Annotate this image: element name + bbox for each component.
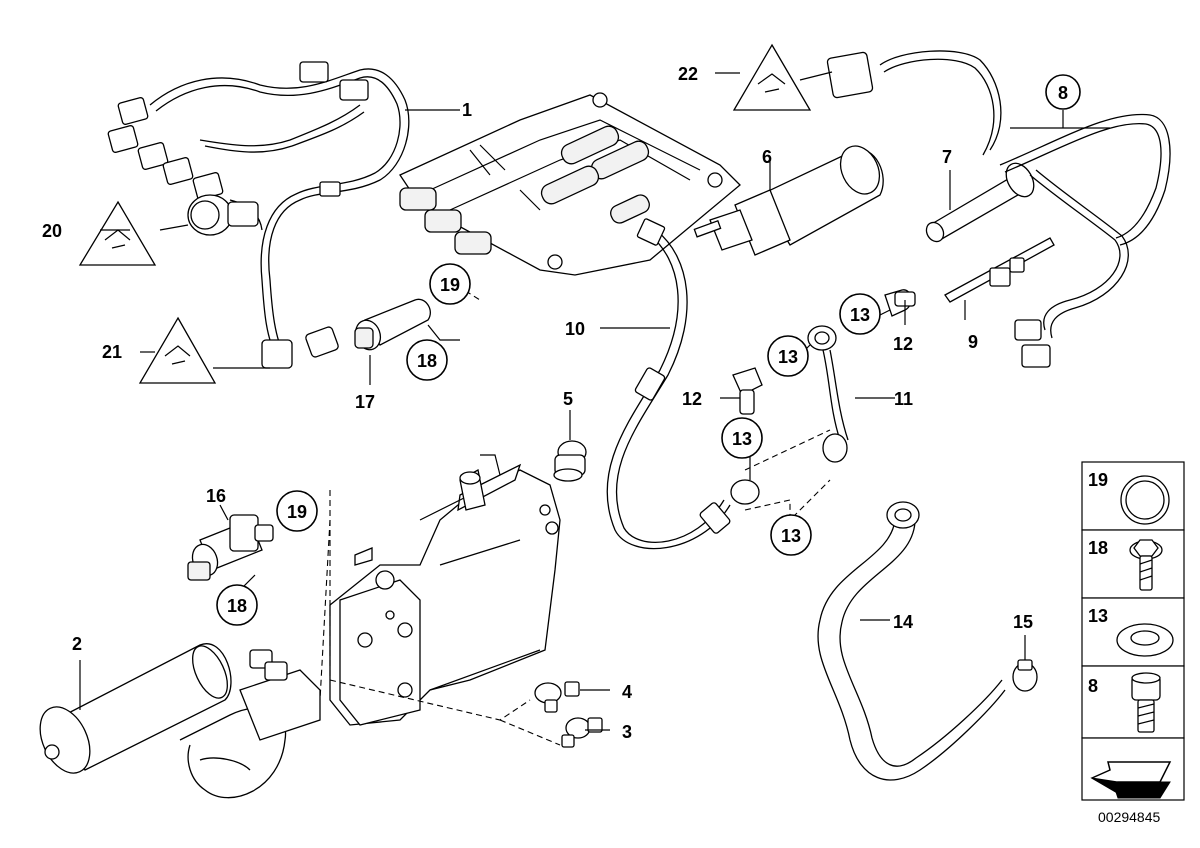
callout-21: 21 xyxy=(102,342,122,362)
callout-19a: 19 xyxy=(440,275,460,295)
callout-18b: 18 xyxy=(227,596,247,616)
callout-8-circle xyxy=(1045,74,1081,110)
callout-18a: 18 xyxy=(417,351,437,371)
callout-5: 5 xyxy=(563,389,573,409)
valve-body xyxy=(399,92,741,276)
hydraulic-tank xyxy=(39,643,232,774)
callout-13a: 13 xyxy=(850,305,870,325)
callout-7: 7 xyxy=(942,147,952,167)
callout-13b-circle xyxy=(767,335,809,377)
hex-flange-bolt-icon xyxy=(1129,539,1163,591)
callout-15: 15 xyxy=(1013,612,1033,632)
pressure-line xyxy=(606,218,731,550)
cable-tie xyxy=(944,237,1055,303)
pressure-line-banjo xyxy=(730,325,849,505)
callout-12-bolt: 12 xyxy=(682,389,702,409)
direction-arrow-icon xyxy=(1090,761,1172,799)
drawing-number: 00294845 xyxy=(1098,809,1161,825)
callout-18b-circle xyxy=(216,584,258,626)
callout-12-fitting: 12 xyxy=(893,334,913,354)
callout-10: 10 xyxy=(565,319,585,339)
callout-13d-circle xyxy=(770,514,812,556)
callout-16: 16 xyxy=(206,486,226,506)
callout-22: 22 xyxy=(678,64,698,84)
callout-19b: 19 xyxy=(287,502,307,522)
callout-8: 8 xyxy=(1058,83,1068,103)
legend-label-8: 8 xyxy=(1088,676,1098,696)
callout-19a-circle xyxy=(429,263,471,305)
warning-triangle-21 xyxy=(138,316,217,384)
reservoir-cap xyxy=(553,440,587,482)
warning-triangle-20 xyxy=(78,200,157,266)
callout-13a-circle xyxy=(839,293,881,335)
callout-14: 14 xyxy=(893,612,913,632)
callout-18a-circle xyxy=(406,339,448,381)
callout-11: 11 xyxy=(894,389,913,409)
hose-clamp xyxy=(1012,659,1038,692)
pressure-sensors xyxy=(534,681,603,748)
legend-label-19: 19 xyxy=(1088,470,1108,490)
callout-20: 20 xyxy=(42,221,62,241)
socket-head-screw-icon xyxy=(1131,672,1161,733)
tank-bracket xyxy=(179,649,321,799)
callout-13c-circle xyxy=(721,417,763,459)
callout-19b-circle xyxy=(276,490,318,532)
callout-17: 17 xyxy=(355,392,375,412)
callout-13b: 13 xyxy=(778,347,798,367)
callout-13c: 13 xyxy=(732,429,752,449)
legend-label-18: 18 xyxy=(1088,538,1108,558)
callout-3: 3 xyxy=(622,722,632,742)
callout-2: 2 xyxy=(72,634,82,654)
pressure-accumulator xyxy=(693,145,884,256)
pressure-switch xyxy=(187,514,274,581)
solenoid-valve xyxy=(354,298,431,351)
warning-triangle-22 xyxy=(732,43,812,111)
legend-cell-18 xyxy=(1081,529,1185,599)
wiring-harness xyxy=(107,61,410,369)
callout-9: 9 xyxy=(968,332,978,352)
pipe-and-harness xyxy=(826,50,1171,368)
leader-lines xyxy=(79,71,1110,746)
callout-1: 1 xyxy=(462,100,472,120)
transmission-housing xyxy=(329,454,561,726)
legend-label-13: 13 xyxy=(1088,606,1108,626)
sealing-ring-icon xyxy=(1116,623,1174,657)
callout-6: 6 xyxy=(762,147,772,167)
callout-13d: 13 xyxy=(781,526,801,546)
fastener-legend: 19 18 13 8 xyxy=(1081,461,1185,801)
callout-labels: 1 2 3 4 5 6 7 8 9 10 11 12 12 13 13 13 1… xyxy=(42,64,1081,742)
callout-4: 4 xyxy=(622,682,632,702)
o-ring-icon xyxy=(1120,475,1170,525)
return-hose xyxy=(817,501,1006,781)
